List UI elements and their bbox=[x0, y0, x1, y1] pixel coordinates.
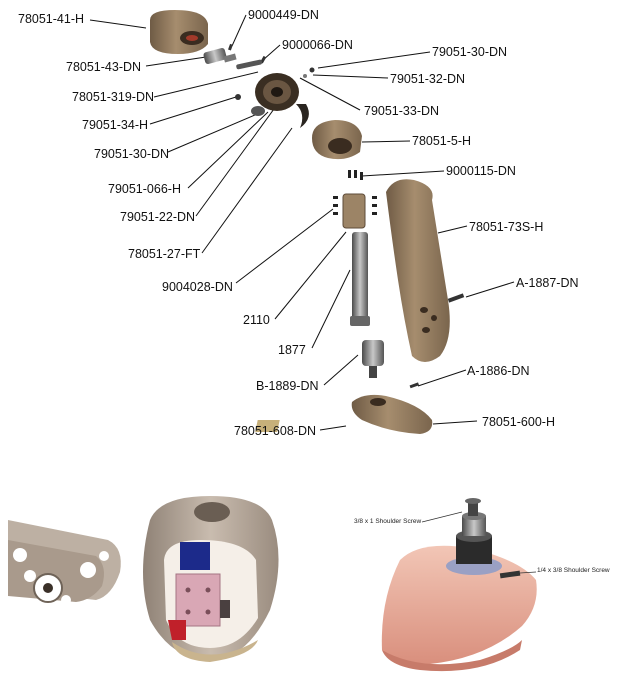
part-78051-43-dn bbox=[203, 48, 237, 64]
part-9000115-dn bbox=[348, 170, 363, 180]
foot-assembly-render bbox=[381, 498, 537, 672]
label-a-1886-dn: A-1886-DN bbox=[467, 364, 530, 378]
part-knee-hub bbox=[255, 73, 299, 111]
part-2110 bbox=[342, 193, 366, 229]
part-78051-600-h bbox=[351, 394, 433, 434]
label-shoulder-screw-top: 3/8 x 1 Shoulder Screw bbox=[354, 518, 422, 525]
part-79051-066-h bbox=[251, 106, 265, 116]
label-79051-22-dn: 79051-22-DN bbox=[120, 210, 196, 224]
label-79051-30-dn-a: 79051-30-DN bbox=[432, 45, 508, 59]
part-79051-34-h bbox=[235, 94, 241, 100]
label-78051-73s-h: 78051-73S-H bbox=[469, 220, 544, 234]
label-79051-30-dn-b: 79051-30-DN bbox=[94, 147, 170, 161]
label-79051-32-dn: 79051-32-DN bbox=[390, 72, 466, 86]
part-79051-30-dn-a bbox=[309, 67, 315, 73]
label-78051-600-h: 78051-600-H bbox=[482, 415, 555, 429]
part-78051-27-ft bbox=[296, 104, 309, 128]
label-9004028-dn: 9004028-DN bbox=[162, 280, 233, 294]
part-a-1886-dn bbox=[409, 382, 420, 389]
label-78051-27-ft: 78051-27-FT bbox=[128, 247, 201, 261]
label-78051-5-h: 78051-5-H bbox=[412, 134, 472, 148]
label-78051-43-dn: 78051-43-DN bbox=[66, 60, 142, 74]
part-78051-41-h bbox=[150, 10, 208, 54]
label-b-1889-dn: B-1889-DN bbox=[256, 379, 319, 393]
part-a-1887-dn bbox=[447, 293, 465, 303]
part-78051-319-dn bbox=[236, 59, 262, 70]
label-9000066-dn: 9000066-DN bbox=[282, 38, 353, 52]
label-1877: 1877 bbox=[278, 343, 306, 357]
label-79051-066-h: 79051-066-H bbox=[108, 182, 181, 196]
part-9004028-dn-screws bbox=[333, 196, 377, 215]
label-2110: 2110 bbox=[243, 313, 270, 327]
part-78051-608-dn bbox=[255, 420, 280, 432]
part-78051-73s-h bbox=[386, 179, 450, 362]
label-shoulder-screw-side: 1/4 x 3/8 Shoulder Screw bbox=[537, 567, 610, 574]
part-1877 bbox=[350, 232, 370, 326]
label-9000115-dn: 9000115-DN bbox=[446, 164, 516, 178]
part-b-1889-dn bbox=[362, 340, 384, 378]
label-78051-608-dn: 78051-608-DN bbox=[234, 424, 316, 438]
label-78051-41-h: 78051-41-H bbox=[18, 12, 85, 26]
label-9000449-dn: 9000449-DN bbox=[248, 8, 319, 22]
part-78051-5-h bbox=[312, 120, 362, 160]
part-9000449-dn bbox=[228, 43, 233, 51]
part-79051-32-dn bbox=[303, 74, 307, 78]
label-a-1887-dn: A-1887-DN bbox=[516, 276, 579, 290]
leader-lines bbox=[89, 14, 515, 431]
label-79051-33-dn: 79051-33-DN bbox=[364, 104, 440, 118]
label-78051-319-dn: 78051-319-DN bbox=[72, 90, 154, 104]
knee-mechanism-render bbox=[8, 496, 279, 662]
label-79051-34-h: 79051-34-H bbox=[82, 118, 149, 132]
